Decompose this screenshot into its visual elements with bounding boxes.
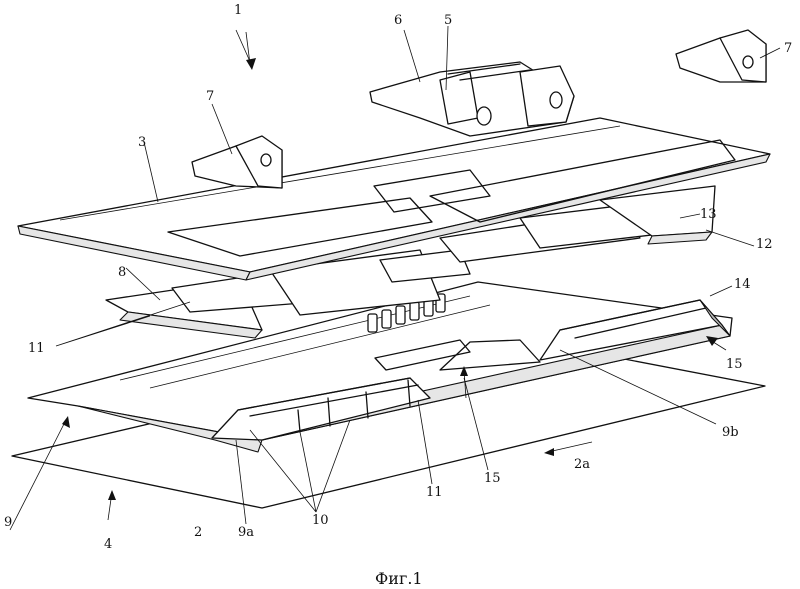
label-1: 1 — [234, 3, 242, 18]
label-15-bottom: 15 — [484, 471, 501, 486]
label-9: 9 — [4, 515, 12, 530]
label-5: 5 — [444, 13, 452, 28]
label-12: 12 — [756, 237, 773, 252]
figure-caption: Фиг.1 — [375, 569, 423, 588]
label-11-bottom: 11 — [426, 485, 443, 500]
bracket-5-center — [369, 61, 575, 137]
bracket-7-left — [191, 135, 283, 189]
label-2a: 2a — [574, 457, 590, 472]
arrows — [9, 29, 727, 531]
label-4: 4 — [104, 537, 112, 552]
label-10: 10 — [312, 513, 329, 528]
leader-lines — [55, 25, 781, 525]
top-cover — [17, 117, 771, 281]
label-6: 6 — [394, 13, 402, 28]
label-13: 13 — [700, 207, 717, 222]
label-2: 2 — [194, 525, 202, 540]
label-9a: 9a — [238, 525, 254, 540]
label-7-right: 7 — [784, 41, 792, 56]
label-8: 8 — [118, 265, 126, 280]
label-3: 3 — [138, 135, 146, 150]
label-15-right: 15 — [726, 357, 743, 372]
right-ribs — [379, 185, 716, 283]
label-7-left: 7 — [206, 89, 214, 104]
bracket-7-right — [675, 29, 767, 83]
label-14: 14 — [734, 277, 751, 292]
lower-frame — [27, 281, 733, 453]
label-9b: 9b — [722, 425, 739, 440]
label-11-left: 11 — [28, 341, 45, 356]
